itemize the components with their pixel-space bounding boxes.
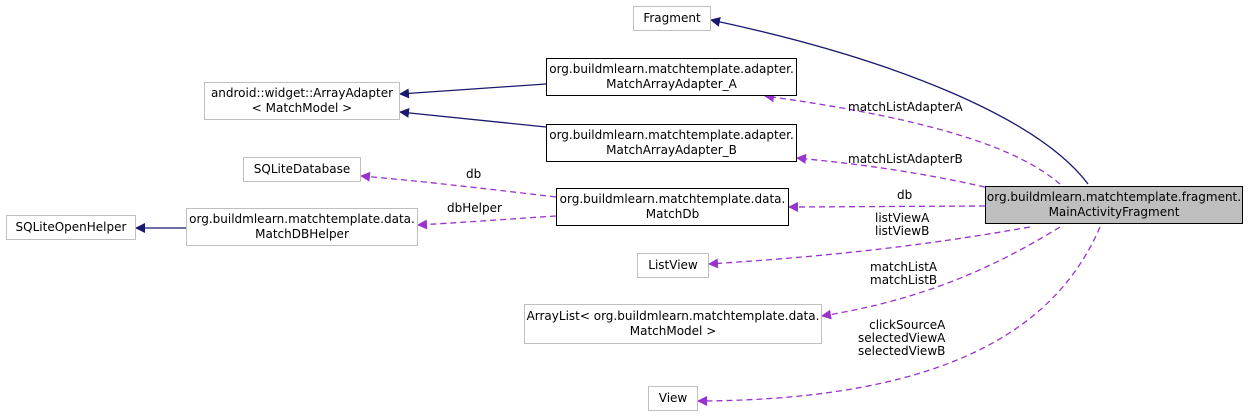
node-label-line: org.buildmlearn.matchtemplate.adapter. — [549, 62, 794, 76]
edge-label-line: listViewB — [875, 224, 930, 238]
edge-label-line: db — [466, 167, 482, 181]
node-main-activity-fragment[interactable]: org.buildmlearn.matchtemplate.fragment. … — [985, 186, 1243, 224]
edge-main-to-view — [697, 226, 1101, 406]
edge-adapterB-to-arrayadapter — [399, 107, 547, 128]
edge-matchdb-to-dbhelper — [417, 215, 557, 230]
node-label-line: MatchModel > — [629, 324, 717, 338]
edge-label-line: matchListB — [870, 273, 938, 287]
edge-label-match-lists: matchListA matchListB — [870, 261, 937, 287]
node-array-adapter[interactable]: android::widget::ArrayAdapter < MatchMod… — [204, 82, 400, 120]
edge-label-line: matchListA — [870, 260, 938, 274]
node-label-line: org.buildmlearn.matchtemplate.data. — [189, 212, 415, 226]
edge-main-to-matchdb — [788, 201, 986, 212]
node-label-line: SQLiteOpenHelper — [15, 220, 127, 234]
edge-adapterA-to-arrayadapter — [399, 83, 547, 99]
edge-label-line: dbHelper — [447, 201, 502, 215]
node-list-view[interactable]: ListView — [637, 253, 709, 278]
edge-label-line: matchListAdapterA — [848, 100, 963, 114]
edge-label-db-main: db — [897, 189, 912, 202]
node-label-line: MatchDBHelper — [255, 227, 349, 241]
node-label-line: MatchArrayAdapter_A — [606, 77, 737, 91]
node-fragment[interactable]: Fragment — [633, 6, 711, 31]
edge-label-line: selectedViewA — [858, 331, 946, 345]
edge-label-db-helper: dbHelper — [447, 202, 502, 215]
node-label-line: org.buildmlearn.matchtemplate.data. — [559, 192, 786, 206]
edge-label-line: db — [897, 188, 913, 202]
edge-label-line: listViewA — [875, 211, 930, 225]
node-label-line: ListView — [648, 258, 698, 272]
node-match-array-adapter-a[interactable]: org.buildmlearn.matchtemplate.adapter. M… — [546, 58, 797, 96]
node-label-line: android::widget::ArrayAdapter — [210, 86, 394, 100]
node-label-line: View — [658, 391, 688, 405]
edge-main-to-adapterA — [764, 92, 1061, 185]
node-match-db[interactable]: org.buildmlearn.matchtemplate.data. Matc… — [556, 188, 789, 226]
node-label-line: ArrayList< org.buildmlearn.matchtemplate… — [526, 309, 820, 323]
edge-label-line: selectedViewB — [858, 344, 946, 358]
edge-label-db-sqlite: db — [466, 168, 481, 181]
node-label-line: org.buildmlearn.matchtemplate.fragment. — [986, 190, 1242, 204]
node-view[interactable]: View — [648, 386, 698, 411]
edge-main-to-arraylist — [821, 226, 1061, 320]
node-label-line: org.buildmlearn.matchtemplate.adapter. — [549, 128, 794, 142]
edge-label-list-views: listViewA listViewB — [875, 212, 929, 238]
edge-matchdb-to-sqlitedb — [360, 171, 557, 198]
node-label-line: MatchArrayAdapter_B — [606, 143, 737, 157]
edge-label-match-list-adapter-b: matchListAdapterB — [848, 153, 963, 166]
node-label-line: MainActivityFragment — [1048, 205, 1180, 219]
edge-main-to-fragment — [710, 16, 1089, 185]
edge-main-to-adapterB — [796, 153, 986, 188]
edge-main-to-listview — [708, 226, 1031, 269]
edge-label-match-list-adapter-a: matchListAdapterA — [848, 101, 963, 114]
node-sqlite-database[interactable]: SQLiteDatabase — [243, 157, 361, 182]
edge-label-views: clickSourceA selectedViewA selectedViewB — [858, 319, 945, 358]
edge-label-line: clickSourceA — [869, 318, 946, 332]
node-match-db-helper[interactable]: org.buildmlearn.matchtemplate.data. Matc… — [186, 208, 418, 246]
edge-label-line: matchListAdapterB — [848, 152, 963, 166]
node-sqlite-open-helper[interactable]: SQLiteOpenHelper — [6, 215, 136, 240]
node-match-array-adapter-b[interactable]: org.buildmlearn.matchtemplate.adapter. M… — [546, 124, 797, 162]
node-label-line: SQLiteDatabase — [253, 162, 351, 176]
node-label-line: Fragment — [643, 11, 701, 25]
node-label-line: MatchDb — [645, 207, 700, 221]
node-label-line: < MatchModel > — [251, 101, 353, 115]
node-array-list[interactable]: ArrayList< org.buildmlearn.matchtemplate… — [524, 304, 822, 344]
